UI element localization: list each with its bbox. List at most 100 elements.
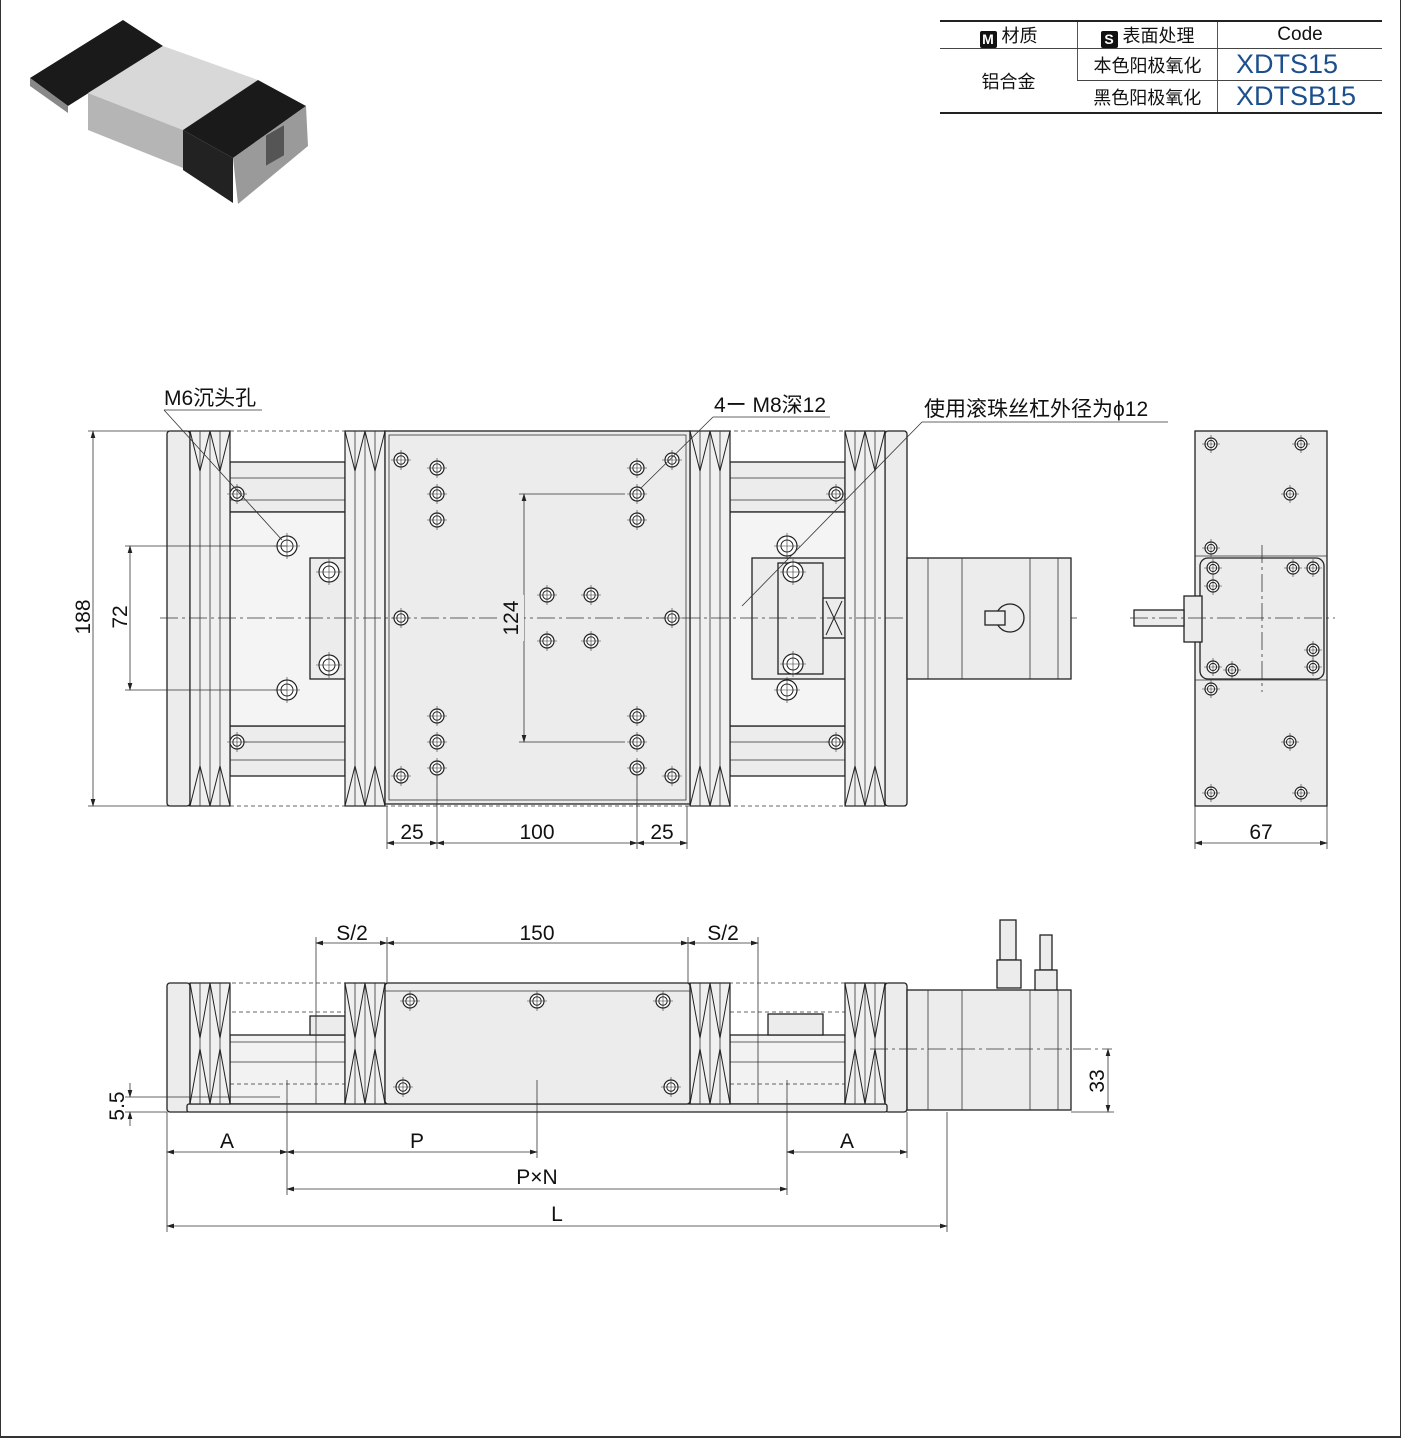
code-cell: XDTSB15 [1217,80,1382,114]
counterbore-callout: M6沉头孔 [164,387,256,410]
dim-a-right: A [840,1130,854,1153]
bellows [189,430,886,807]
mounting-hole [627,458,647,478]
front-hole [527,991,547,1011]
mounting-hole [427,732,447,752]
counterbore-hole [316,652,342,678]
mounting-hole [627,484,647,504]
mounting-hole [227,732,247,752]
carriage-table [384,430,691,805]
ball-screw-callout: 使用滚珠丝杠外径为ϕ12 [924,398,1148,421]
front-hole [393,1077,413,1097]
mounting-hole [627,706,647,726]
dim-s-half-left: S/2 [336,922,368,945]
material-cell: 铝合金 [940,48,1078,114]
counterbore-hole [316,559,342,585]
side-view: 67 [1130,430,1335,849]
dim-25-right: 25 [650,821,673,844]
mounting-hole [391,608,411,628]
rail-lower-right [729,725,846,777]
mounting-hole [391,766,411,786]
mounting-hole [826,484,846,504]
top-view: M6沉头孔 4ー M8深12 使用滚珠丝杠外径为ϕ12 188 72 124 2… [72,387,1168,849]
mounting-hole [826,732,846,752]
mounting-hole [581,585,601,605]
dim-72: 72 [109,605,132,628]
dim-100: 100 [519,821,554,844]
rail-upper-left [229,461,346,513]
mounting-hole [537,631,557,651]
front-hole [653,991,673,1011]
front-end-plate-left [166,982,191,1113]
dim-a-left: A [220,1130,234,1153]
dim-25-left: 25 [400,821,423,844]
mounting-hole [427,510,447,530]
side-hole [1223,661,1241,679]
front-carriage [384,982,691,1105]
side-hole [1281,485,1299,503]
dim-l: L [551,1203,563,1226]
dim-124: 124 [500,600,523,635]
dim-p-times-n: P×N [516,1166,557,1189]
side-hole [1304,641,1322,659]
mounting-hole [662,608,682,628]
end-plate-right [884,430,908,807]
counterbore-hole [774,533,800,559]
front-hole [661,1077,681,1097]
side-hole [1202,539,1220,557]
side-hole [1281,733,1299,751]
side-hole [1204,559,1222,577]
surface-cell: 黑色阳极氧化 [1077,80,1218,114]
dim-150: 150 [519,922,554,945]
rail-lower-left [229,725,346,777]
side-hole [1304,559,1322,577]
material-badge-icon: M [979,31,997,48]
material-header: 材质 [1001,26,1038,47]
tapped-hole-callout: 4ー M8深12 [714,394,826,417]
side-hole [1284,559,1302,577]
code-cell: XDTS15 [1217,48,1382,81]
front-motor [906,989,1072,1111]
side-hole [1204,577,1222,595]
dim-188: 188 [72,599,95,634]
mounting-hole [427,706,447,726]
side-hole [1202,784,1220,802]
mounting-hole [627,510,647,530]
side-hole [1202,680,1220,698]
dim-p: P [410,1130,424,1153]
mounting-hole [627,732,647,752]
surface-badge-icon: S [1100,31,1118,48]
mounting-hole [427,458,447,478]
mounting-hole [427,758,447,778]
counterbore-hole [780,651,806,677]
product-photo [30,20,308,204]
side-hole [1202,435,1220,453]
code-header: Code [1217,20,1382,49]
mounting-hole [391,450,411,470]
side-hole [1292,435,1310,453]
dim-33: 33 [1086,1069,1109,1092]
rail-upper-right [729,461,846,513]
surface-header: 表面处理 [1122,26,1195,47]
side-hole [1204,658,1222,676]
mounting-hole [227,484,247,504]
dim-5-5: 5.5 [106,1091,129,1120]
mounting-hole [427,484,447,504]
counterbore-hole [780,559,806,585]
front-view: S/2 150 S/2 33 5.5 A P A P×N L [106,919,1114,1232]
mounting-hole [662,450,682,470]
end-plate-left [166,430,191,807]
front-end-plate-right [884,982,908,1113]
mounting-hole [627,758,647,778]
front-hole [400,991,420,1011]
side-hole [1292,784,1310,802]
dim-67: 67 [1249,821,1272,844]
mounting-hole [662,766,682,786]
mounting-hole [581,631,601,651]
mounting-hole [537,585,557,605]
counterbore-hole [774,677,800,703]
dim-s-half-right: S/2 [707,922,739,945]
bellows [189,982,886,1105]
